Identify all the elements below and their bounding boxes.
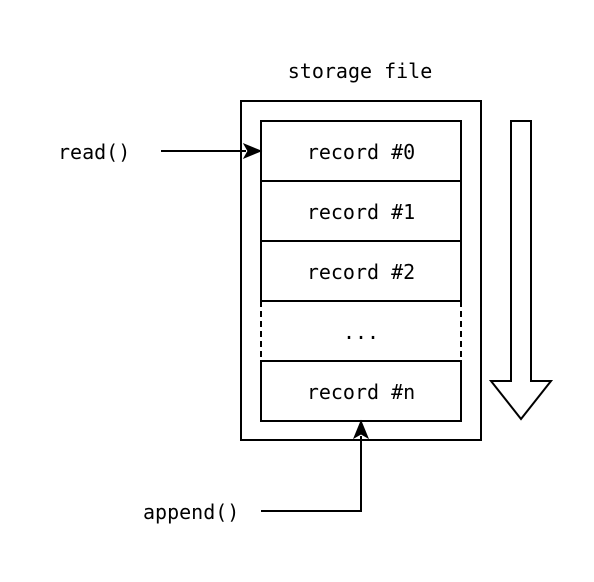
record-label-0: record #0 — [307, 140, 415, 164]
record-box-ellipsis — [260, 301, 462, 361]
record-label-2: record #2 — [307, 260, 415, 284]
record-box-2 — [260, 240, 462, 302]
record-label-1: record #1 — [307, 200, 415, 224]
storage-file-title: storage file — [288, 59, 433, 83]
append-label: append() — [143, 500, 239, 524]
record-label-n: record #n — [307, 380, 415, 404]
record-label-ellipsis: ... — [343, 320, 379, 344]
read-arrow — [161, 142, 263, 160]
read-label: read() — [58, 140, 130, 164]
append-arrow — [261, 419, 370, 512]
read-direction-arrow-icon — [488, 120, 554, 421]
